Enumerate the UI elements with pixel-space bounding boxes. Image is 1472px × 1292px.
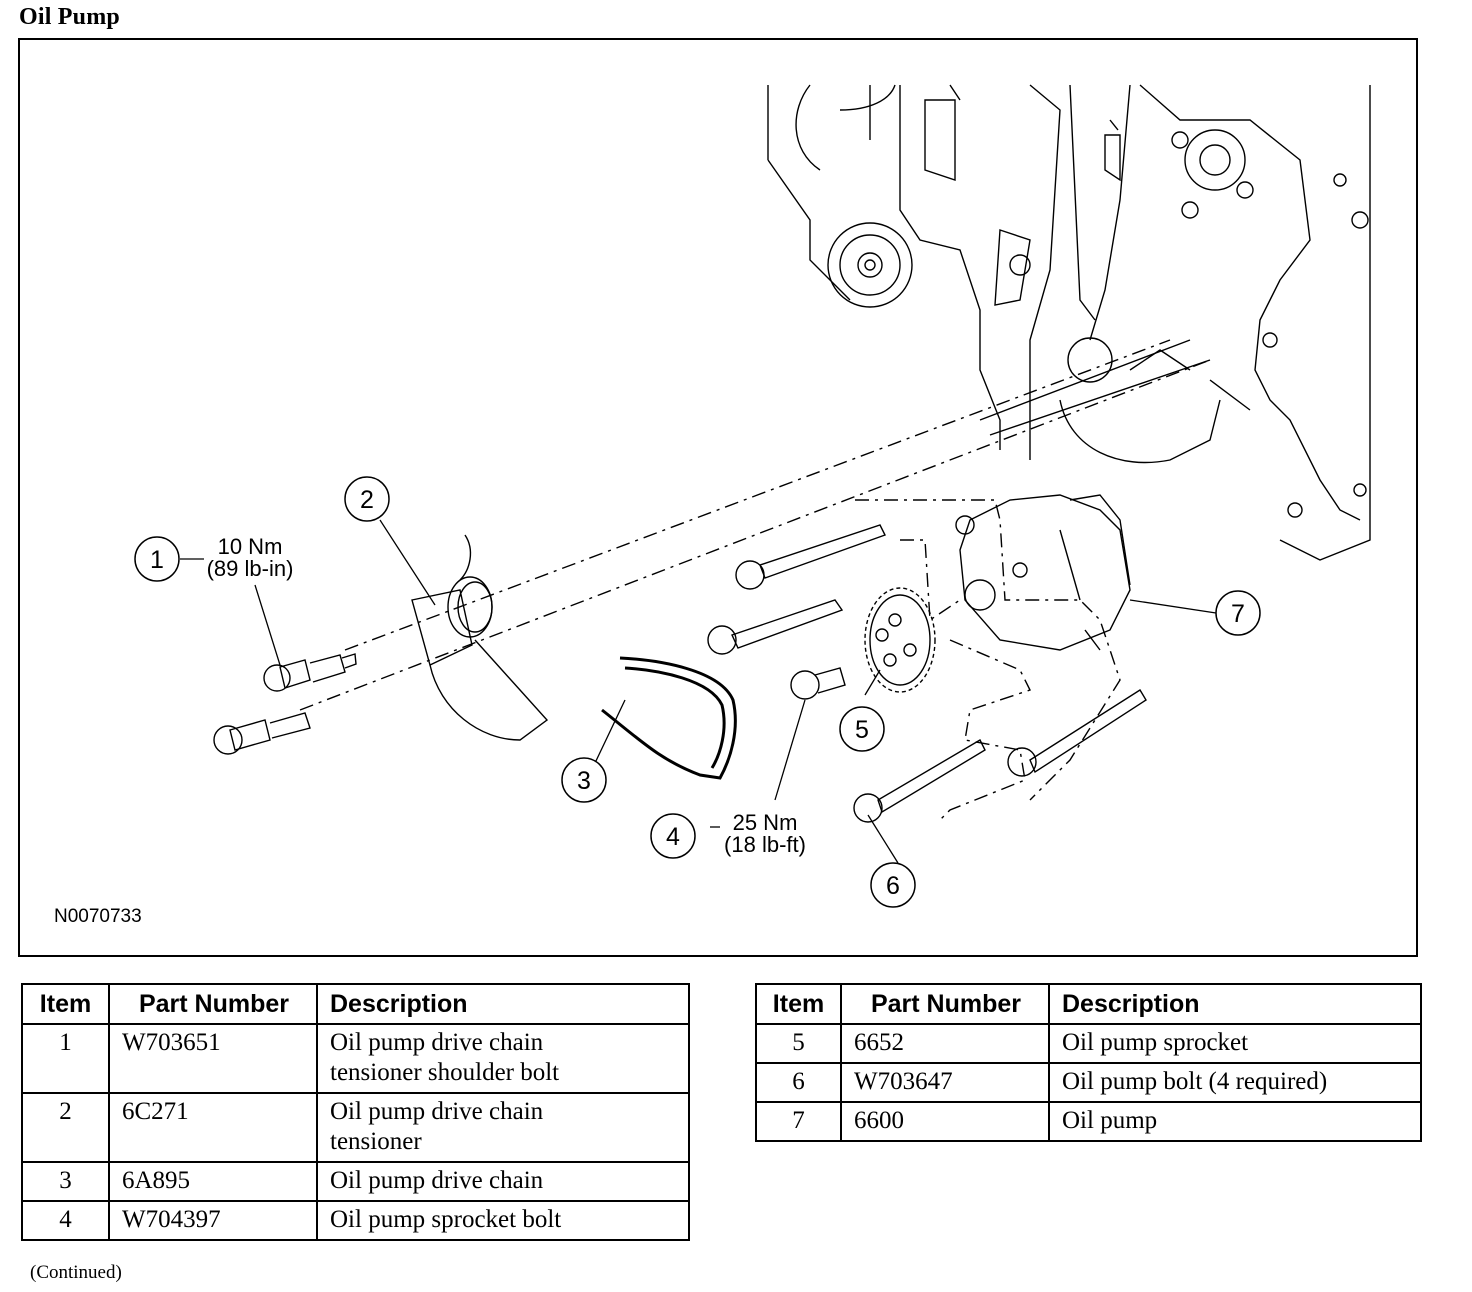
svg-text:6: 6 <box>886 872 900 900</box>
svg-text:2: 2 <box>360 486 374 514</box>
table-row: 4 W704397 Oil pump sprocket bolt <box>21 1200 690 1241</box>
part-number: W704397 <box>108 1200 318 1241</box>
description-line: Oil pump drive chain <box>330 1098 544 1125</box>
torque-imperial: (89 lb-in) <box>206 556 294 581</box>
callout-6[interactable]: 6 <box>870 862 916 908</box>
torque-imperial: (18 lb-ft) <box>724 832 806 857</box>
description-line: Oil pump drive chain <box>330 1029 544 1056</box>
table-header-row: Item Part Number Description <box>21 983 690 1025</box>
svg-text:1: 1 <box>150 546 164 574</box>
part-number: 6600 <box>840 1101 1050 1142</box>
item-number: 1 <box>21 1023 110 1094</box>
page-title: Oil Pump <box>19 4 120 30</box>
description-line: tensioner shoulder bolt <box>330 1059 560 1086</box>
torque-metric: 25 Nm <box>732 810 798 835</box>
description: Oil pump sprocket bolt <box>316 1200 690 1241</box>
description: Oil pump drive chain <box>316 1161 690 1202</box>
description: Oil pump drive chain tensioner shoulder … <box>316 1023 690 1094</box>
part-number: 6C271 <box>108 1092 318 1163</box>
oil-pump-sprocket-illustration <box>864 587 936 693</box>
svg-text:5: 5 <box>855 716 869 744</box>
svg-text:4: 4 <box>666 823 680 851</box>
description: Oil pump sprocket <box>1048 1023 1422 1064</box>
item-number: 3 <box>21 1161 110 1202</box>
callout-7[interactable]: 7 <box>1215 590 1261 636</box>
sprocket-bolt-illustration <box>790 667 846 700</box>
table-header-row: Item Part Number Description <box>755 983 1422 1025</box>
table-row: 7 6600 Oil pump <box>755 1101 1422 1142</box>
alignment-lines <box>299 339 1211 821</box>
column-header-part-number: Part Number <box>840 983 1050 1025</box>
table-row: 6 W703647 Oil pump bolt (4 required) <box>755 1062 1422 1103</box>
part-number: 6A895 <box>108 1161 318 1202</box>
torque-spec-callout-1: 10 Nm (89 lb-in) <box>190 536 310 580</box>
column-header-part-number: Part Number <box>108 983 318 1025</box>
part-number: W703651 <box>108 1023 318 1094</box>
parts-table-left: Item Part Number Description 1 W703651 O… <box>21 983 690 1241</box>
figure-id: N0070733 <box>54 906 142 927</box>
item-number: 4 <box>21 1200 110 1241</box>
engine-block-illustration <box>767 84 1371 561</box>
item-number: 5 <box>755 1023 842 1064</box>
description: Oil pump <box>1048 1101 1422 1142</box>
table-row: 2 6C271 Oil pump drive chain tensioner <box>21 1092 690 1163</box>
item-number: 2 <box>21 1092 110 1163</box>
part-number: W703647 <box>840 1062 1050 1103</box>
column-header-item: Item <box>21 983 110 1025</box>
column-header-item: Item <box>755 983 842 1025</box>
tensioner-shoulder-bolt-illustration <box>213 653 357 755</box>
oil-pump-illustration <box>955 494 1131 651</box>
callout-5[interactable]: 5 <box>839 706 885 752</box>
chain-tensioner-illustration <box>411 534 549 741</box>
part-number: 6652 <box>840 1023 1050 1064</box>
callout-4[interactable]: 4 <box>650 813 696 859</box>
description: Oil pump drive chain tensioner <box>316 1092 690 1163</box>
exploded-view-drawing: 1 2 3 4 5 6 7 <box>134 84 1371 908</box>
exploded-view-figure: 1 2 3 4 5 6 7 <box>18 38 1418 957</box>
torque-metric: 10 Nm <box>217 534 283 559</box>
callout-2[interactable]: 2 <box>344 476 390 522</box>
item-number: 6 <box>755 1062 842 1103</box>
table-row: 5 6652 Oil pump sprocket <box>755 1023 1422 1064</box>
oil-pump-bolt-illustration <box>707 524 1147 823</box>
item-number: 7 <box>755 1101 842 1142</box>
column-header-description: Description <box>316 983 690 1025</box>
callout-1[interactable]: 1 <box>134 536 180 582</box>
parts-table-right: Item Part Number Description 5 6652 Oil … <box>755 983 1422 1142</box>
description-line: tensioner <box>330 1128 422 1155</box>
table-row: 3 6A895 Oil pump drive chain <box>21 1161 690 1202</box>
callouts: 1 2 3 4 5 6 7 <box>134 476 1261 908</box>
drive-chain-illustration <box>601 656 737 780</box>
continued-note: (Continued) <box>30 1262 122 1283</box>
description: Oil pump bolt (4 required) <box>1048 1062 1422 1103</box>
svg-text:7: 7 <box>1231 600 1245 628</box>
leader-lines <box>180 519 1217 864</box>
torque-spec-callout-4: 25 Nm (18 lb-ft) <box>705 812 825 856</box>
column-header-description: Description <box>1048 983 1422 1025</box>
svg-text:3: 3 <box>577 767 591 795</box>
callout-3[interactable]: 3 <box>561 757 607 803</box>
table-row: 1 W703651 Oil pump drive chain tensioner… <box>21 1023 690 1094</box>
